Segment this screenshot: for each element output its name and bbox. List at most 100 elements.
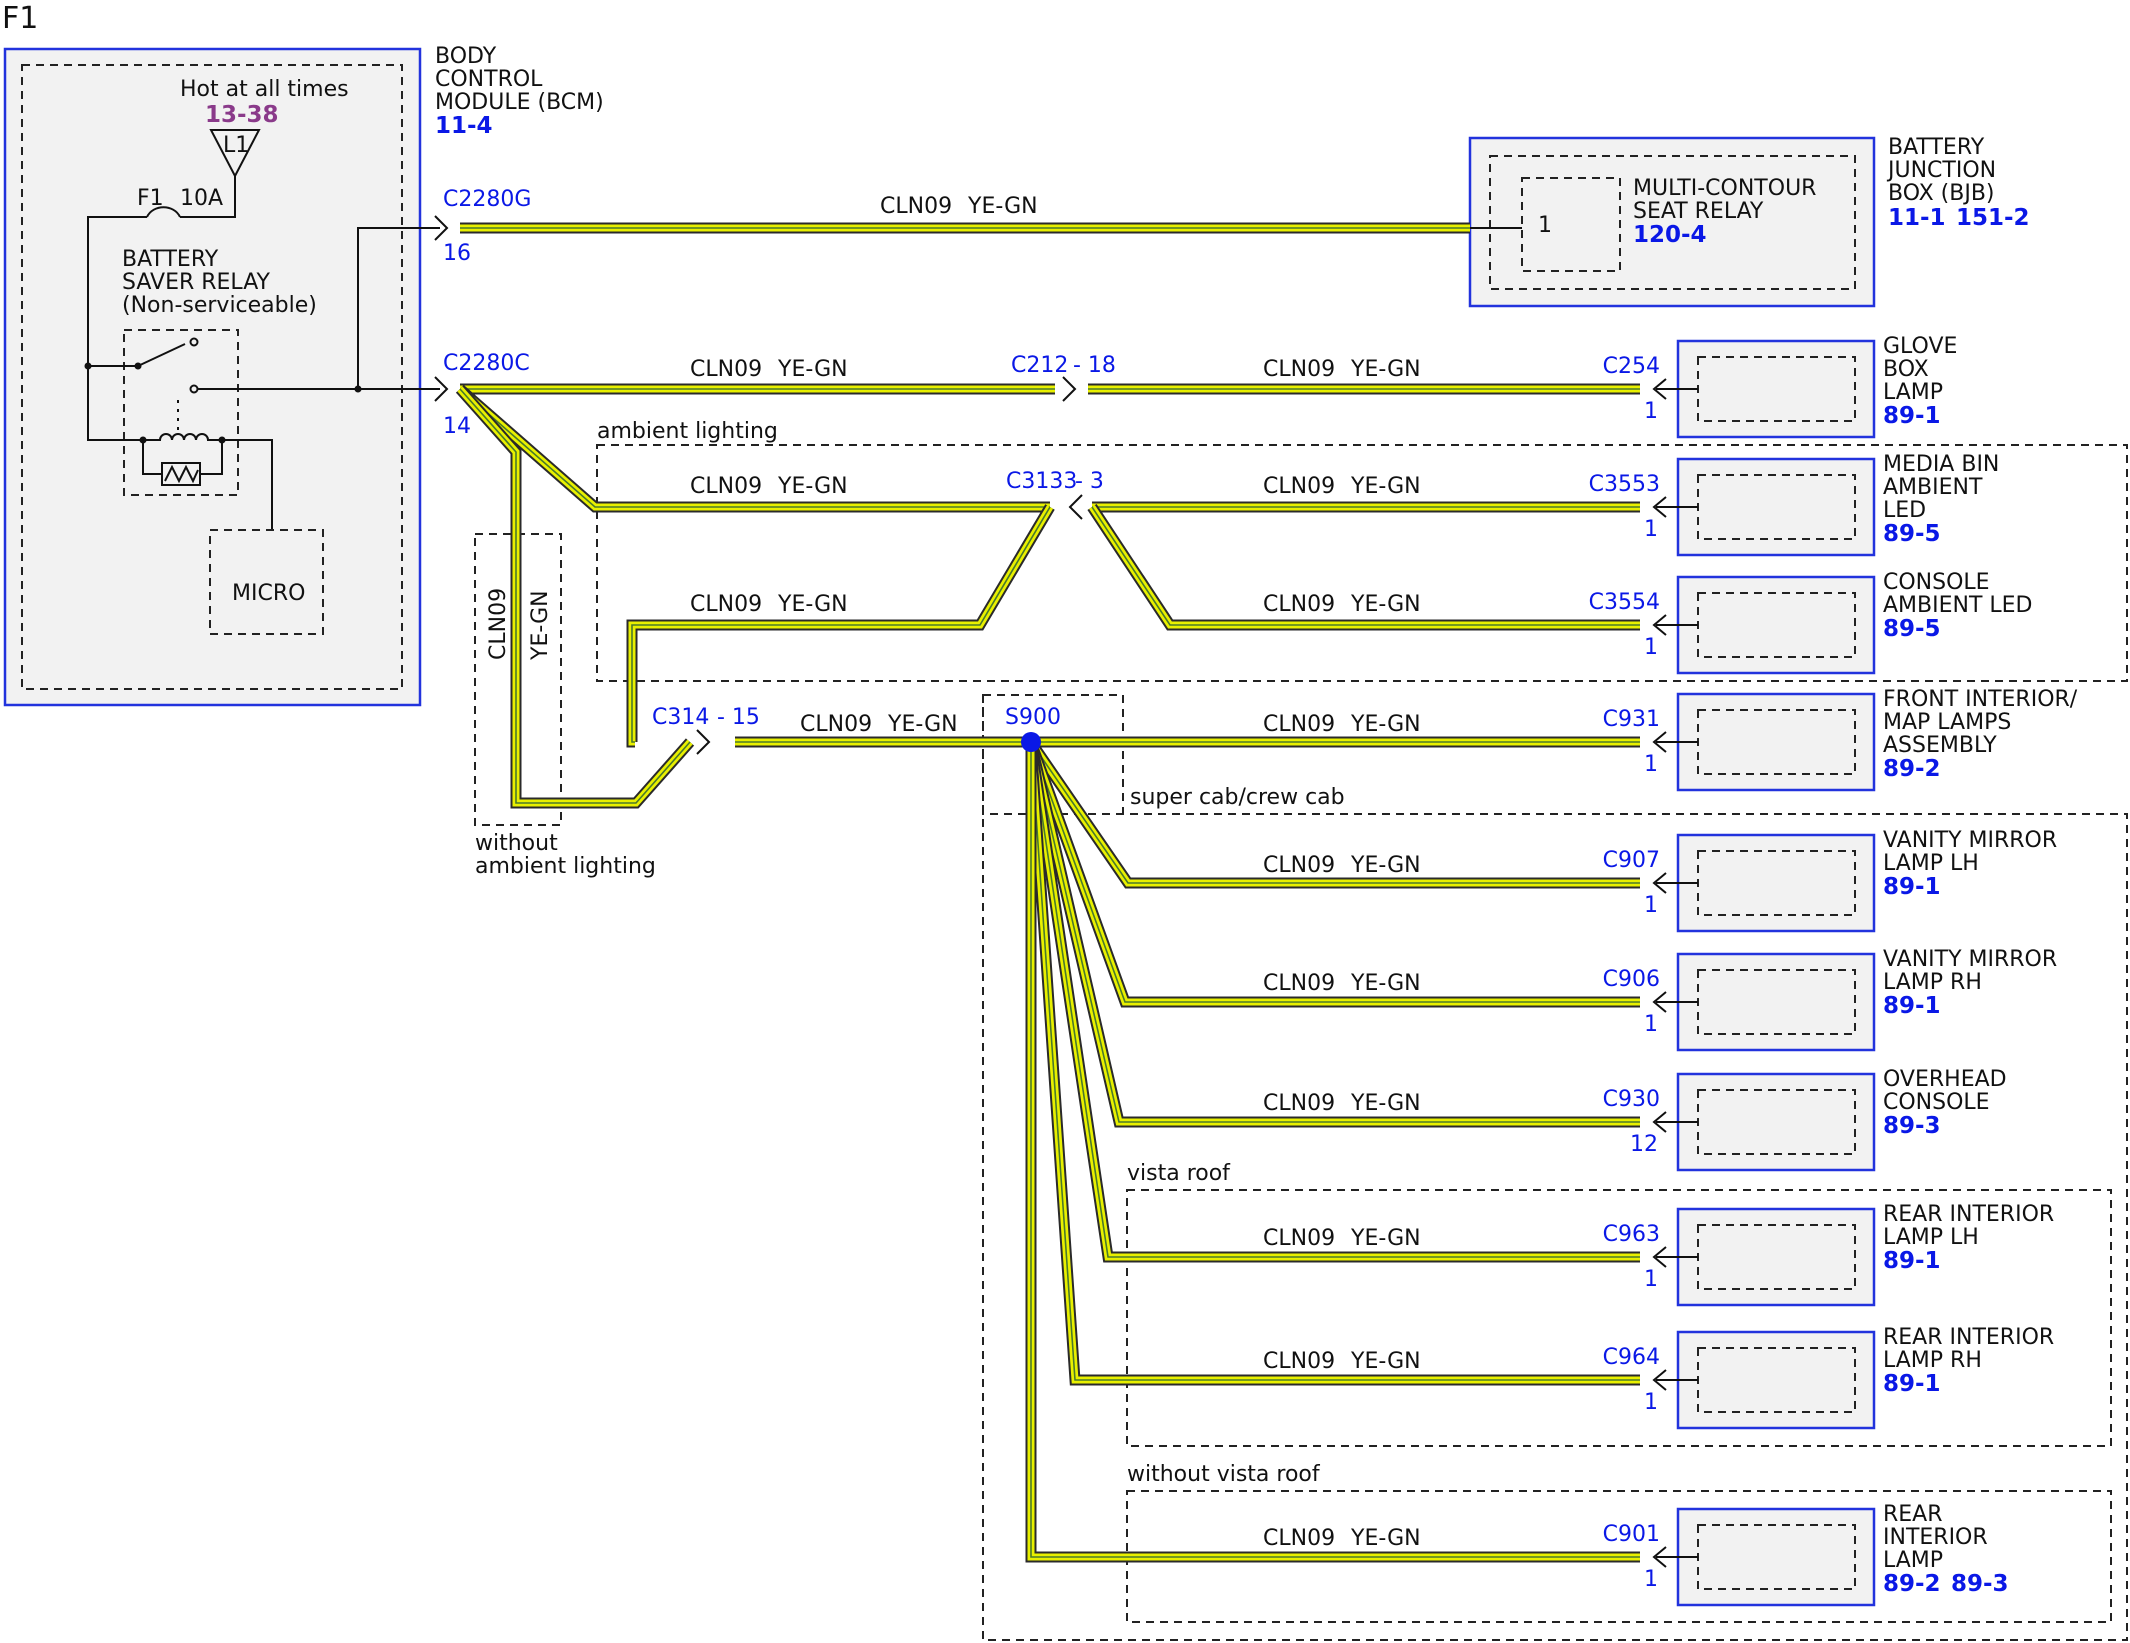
connector-arrow-icon [1652,1246,1667,1268]
bjb-relay-ref: 120-4 [1633,222,1707,248]
connector-arrow-icon [434,376,449,402]
wire-color-label: YE-GN [1350,592,1421,617]
component-name-line: LAMP LH [1883,1225,1979,1250]
bjb-title-1: BATTERY [1888,135,1985,160]
page-label: F1 [2,1,38,36]
bjb-inner-dash [1489,155,1856,290]
connector-label: C964 [1603,1345,1660,1370]
super-cab-label: super cab/crew cab [1130,785,1345,810]
wire-c3133-c314 [626,504,1055,748]
component-ref: 89-2 [1883,756,1941,782]
wire-center [1091,506,1640,626]
component-name-line: CONSOLE [1883,1090,1990,1115]
wire-color-label: YE-GN [777,357,848,382]
wire-circuit-label: CLN09 [1263,1091,1335,1116]
resistor-leads [142,440,223,475]
wire-color-label: YE-GN [967,194,1038,219]
component-ref: 89-1 [1883,874,1941,900]
relay-label-3: (Non-serviceable) [122,293,317,318]
pin-label: 1 [1644,1012,1658,1037]
connector-arrow-icon [1652,496,1667,518]
without-vista-label: without vista roof [1127,1462,1321,1487]
bjb-ref-2: 151-2 [1956,205,2030,231]
wire-color-label: YE-GN [1350,1526,1421,1551]
component-name-line: LAMP RH [1883,1348,1982,1373]
wire-circuit-label: CLN09 [1263,1226,1335,1251]
component-name-line: OVERHEAD [1883,1067,2007,1092]
bjb-module: 1 MULTI-CONTOUR SEAT RELAY 120-4 BATTERY… [1468,135,2030,308]
bjb-title-2: JUNCTION [1886,158,1996,183]
relay-out-wire [198,227,440,390]
component-name-line: FRONT INTERIOR/ [1883,687,2078,712]
vista-option-box [1126,1189,2112,1447]
ambient-label: ambient lighting [597,419,778,444]
splice-label: S900 [1005,705,1061,730]
coil-icon [143,433,222,441]
conn-c2280g: C2280G [443,187,531,212]
wire-fill [1027,741,1640,1384]
connector-label: C3554 [1589,590,1660,615]
component-name-line: MEDIA BIN [1883,452,1999,477]
vista-label: vista roof [1127,1161,1231,1186]
bcm-module: BODY CONTROL MODULE (BCM) 11-4 Hot at al… [3,44,604,707]
component-name-line: REAR INTERIOR [1883,1202,2054,1227]
component-ref: 89-1 [1883,1371,1941,1397]
wire-color-label: YE-GN [1350,712,1421,737]
bjb-title-3: BOX (BJB) [1888,181,1995,206]
hot-ref: 13-38 [205,102,279,128]
pin-label: 1 [1644,1267,1658,1292]
pin-c314: - 15 [717,705,760,730]
node-dot [354,385,362,393]
wire-circuit-label: CLN09 [690,592,762,617]
wire-circuit-label: CLN09 [690,357,762,382]
component-name-line: LAMP RH [1883,970,1982,995]
wire-circuit-label: CLN09 [880,194,952,219]
pin-c3133: - 3 [1075,469,1104,494]
wire-color-label: YE-GN [1350,971,1421,996]
wire-color-label: YE-GN [887,712,958,737]
wire-center [1030,741,1640,884]
wire-circuit-label: CLN09 [1263,592,1335,617]
connector-arrow-icon [1068,494,1083,520]
micro-label: MICRO [232,581,305,606]
component-box [1676,1207,1876,1307]
component-box [1676,1072,1876,1172]
component-name-line: MAP LAMPS [1883,710,2011,735]
bjb-pin: 1 [1538,213,1552,238]
wire-color-label: YE-GN [1350,1226,1421,1251]
wire-bypass [455,385,695,809]
component-ref: 89-1 [1883,1248,1941,1274]
without-vista-box [1126,1490,2112,1623]
component-box [1676,339,1876,439]
wire-s900-c963 [1025,741,1640,1263]
pin-label: 1 [1644,1567,1658,1592]
connector-arrow-icon [1062,376,1077,402]
pin-label: 1 [1644,635,1658,660]
relay-label-2: SAVER RELAY [122,270,271,295]
connector-arrow-icon [696,729,711,755]
connector-label: C931 [1603,707,1660,732]
component-ref: 89-1 [1883,403,1941,429]
component-box [1676,575,1876,675]
connector-label: C963 [1603,1222,1660,1247]
wire-s900-c906 [1025,740,1640,1008]
component-name-line: CONSOLE [1883,570,1990,595]
connector-label: C3553 [1589,472,1660,497]
coil-feed [87,366,143,441]
wire-color-label: YE-GN [1350,1091,1421,1116]
vertical-circuit-label: CLN09 [486,588,511,660]
component-box [1676,833,1876,933]
component-name-line: AMBIENT [1883,475,1983,500]
wire-color-label: YE-GN [1350,853,1421,878]
wire-center [459,388,1050,508]
without-ambient-1: without [475,831,558,856]
connector-label: C901 [1603,1522,1660,1547]
wire-layer [455,222,1640,1563]
wire-circuit-label: CLN09 [1263,474,1335,499]
wire-color-label: YE-GN [1350,357,1421,382]
conn-c314: C314 [652,705,709,730]
